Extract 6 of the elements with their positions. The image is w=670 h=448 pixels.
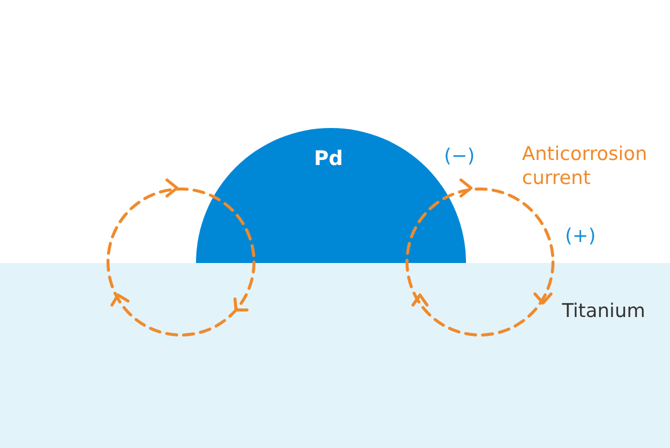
material-label: Pd — [314, 146, 343, 170]
current-label: Anticorrosion current — [522, 143, 648, 190]
titanium-layer — [0, 263, 670, 448]
polarity-label: (−) — [444, 145, 476, 169]
polarity-label: (+) — [565, 225, 597, 249]
material-label: Titanium — [562, 300, 646, 322]
